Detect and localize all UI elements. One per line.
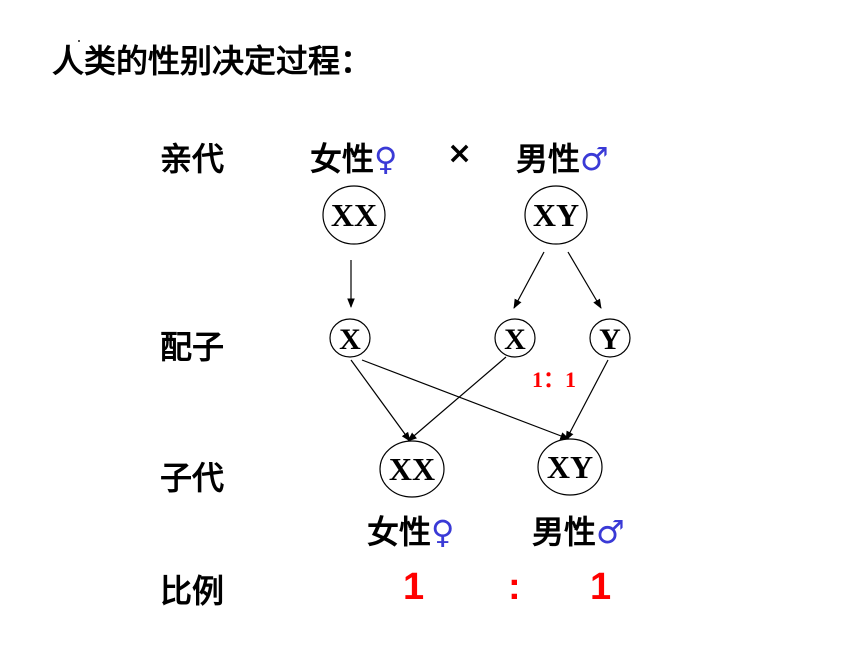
- gamete-male-y: Y: [599, 323, 621, 356]
- final-ratio-right: 1: [590, 566, 612, 608]
- gamete-male-y-node: Y: [589, 318, 631, 358]
- arrow-x-to-xx: [350, 359, 411, 442]
- final-ratio-sep: :: [508, 566, 521, 608]
- cross-symbol: ×: [447, 136, 473, 171]
- arrow-male-to-x: [513, 251, 545, 309]
- row-label-ratio: 比例: [160, 572, 225, 610]
- gamete-female-x: X: [339, 323, 361, 356]
- offspring-female-text: 女性: [367, 513, 432, 551]
- row-label-parent: 亲代: [160, 140, 225, 178]
- parent-male-genotype: XY: [533, 197, 579, 233]
- gamete-female-x-node: X: [329, 318, 371, 358]
- offspring-female-genotype: XX: [389, 451, 435, 487]
- gamete-male-x: X: [504, 323, 526, 356]
- parent-female-label: 女性♀: [310, 134, 397, 180]
- row-label-gamete: 配子: [160, 328, 225, 366]
- male-symbol-icon: ♂: [596, 513, 625, 551]
- parent-female-genotype: XX: [331, 197, 377, 233]
- female-symbol-icon: ♀: [431, 513, 455, 551]
- arrow-y-to-xy: [565, 359, 609, 441]
- gamete-male-x-node: X: [494, 318, 536, 358]
- parent-female-genotype-node: XX: [322, 185, 386, 245]
- offspring-male-text: 男性: [532, 513, 597, 551]
- offspring-male-label: 男性♂: [532, 507, 625, 553]
- arrow-malex-to-xx: [407, 356, 507, 442]
- arrow-x-to-xy: [361, 359, 570, 440]
- row-label-offspring: 子代: [160, 459, 225, 497]
- parent-female-text: 女性: [310, 140, 375, 178]
- parent-male-label: 男性♂: [516, 134, 609, 180]
- offspring-female-label: 女性♀: [367, 507, 454, 553]
- speck: [78, 40, 80, 42]
- male-symbol-icon: ♂: [580, 140, 609, 178]
- offspring-female-genotype-node: XX: [379, 440, 445, 498]
- page-title: 人类的性别决定过程：: [52, 42, 373, 80]
- offspring-male-genotype-node: XY: [537, 438, 603, 496]
- parent-male-genotype-node: XY: [524, 185, 588, 245]
- female-symbol-icon: ♀: [374, 140, 398, 178]
- parent-male-text: 男性: [516, 140, 581, 178]
- offspring-male-genotype: XY: [547, 449, 593, 485]
- arrow-male-to-y: [567, 251, 602, 309]
- gamete-ratio: 1：1: [532, 367, 577, 392]
- final-ratio-left: 1: [403, 566, 425, 608]
